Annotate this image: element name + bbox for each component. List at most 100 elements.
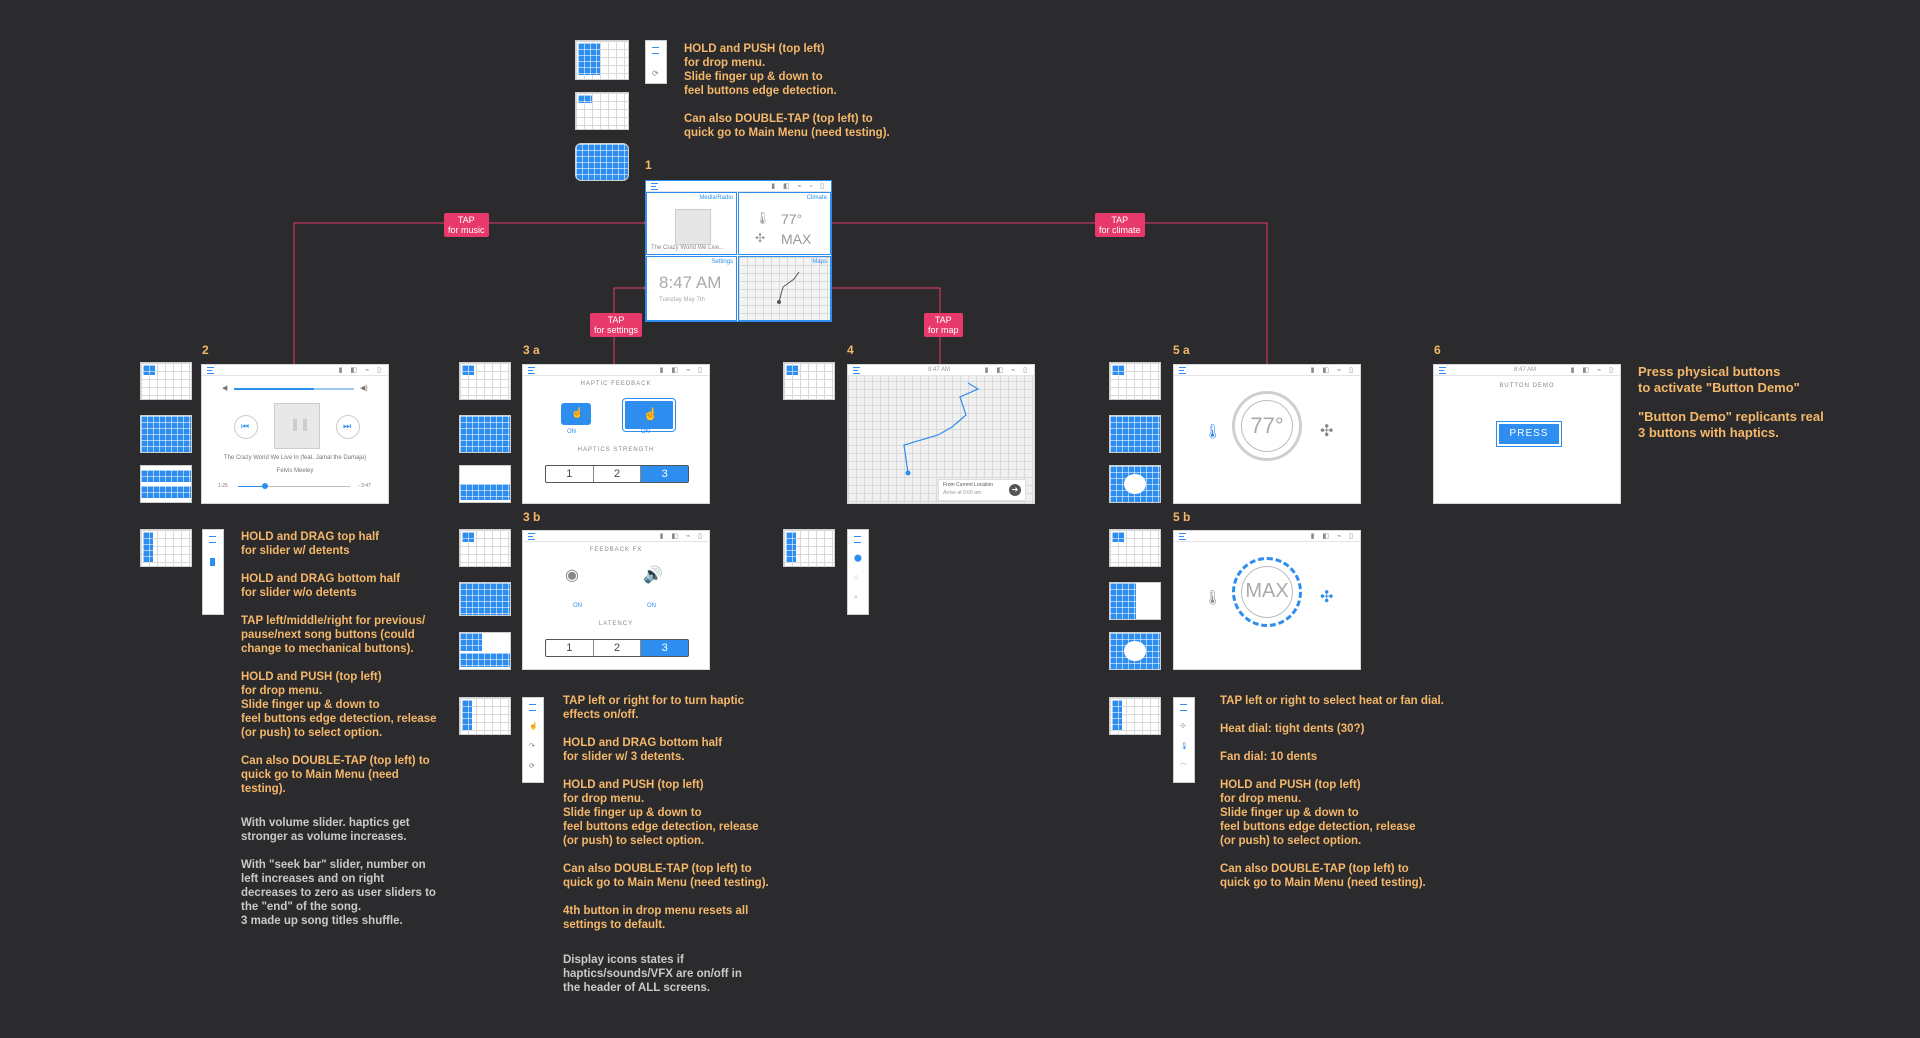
- latency-slider[interactable]: 1 2 3: [545, 639, 689, 657]
- press-button[interactable]: PRESS: [1497, 422, 1561, 446]
- haptics-strength-slider[interactable]: 1 2 3: [545, 465, 689, 483]
- screen-button-demo: 8:47 AM▮ ◧ ⌁ ▯ BUTTON DEMO PRESS: [1433, 364, 1621, 504]
- fx-on-left: ON: [573, 603, 582, 609]
- haptics-strength-label: HAPTICS STRENGTH: [577, 447, 655, 453]
- tag-tap-climate: TAP for climate: [1095, 213, 1145, 237]
- heat-dial[interactable]: 77°: [1232, 391, 1302, 461]
- thermometer-icon[interactable]: 🌡: [1204, 423, 1222, 439]
- thumb-fx-3: [459, 632, 511, 670]
- thumb-music-drop: [140, 529, 192, 567]
- tile-maps[interactable]: Maps: [738, 256, 831, 321]
- note-header-drop-menu: HOLD and PUSH (top left) for drop menu. …: [684, 43, 890, 139]
- settings-label: Settings: [711, 259, 733, 265]
- latency-option-selected[interactable]: 3: [641, 640, 689, 656]
- speaker-icon[interactable]: 🔊: [643, 567, 663, 584]
- fan-icon[interactable]: ✣: [1320, 589, 1334, 606]
- climate-label: Climate: [806, 195, 827, 201]
- volume-high-icon: ◀): [360, 385, 368, 392]
- album-art: [675, 209, 711, 245]
- thumb-music-1: [140, 362, 192, 400]
- note-demo-sub: "Button Demo" replicants real 3 buttons …: [1638, 409, 1824, 440]
- fan-speed: MAX: [1245, 580, 1289, 602]
- screen-number-3b: 3 b: [523, 510, 541, 524]
- climate-temp: 77°: [781, 211, 803, 227]
- screen-climate-fan: ▮ ◧ ⌁ ▯ 🌡 MAX ✣: [1173, 530, 1361, 670]
- screen-number-4: 4: [847, 343, 854, 357]
- media-song: The Crazy World We Live...: [651, 245, 725, 251]
- note-music-grey: With volume slider. haptics get stronger…: [241, 817, 436, 927]
- clock-date: Tuesday May 7th: [659, 297, 705, 303]
- tag-tap-map: TAP for map: [924, 313, 963, 337]
- go-arrow-icon[interactable]: ➜: [1009, 484, 1021, 496]
- thumb-climate-1: [1109, 362, 1161, 400]
- haptics-title: HAPTIC FEEDBACK: [580, 381, 652, 387]
- connector-settings: [613, 287, 646, 365]
- volume-slider[interactable]: [234, 388, 354, 390]
- thumb-main-grid-3: [575, 143, 629, 181]
- thumb-settings-drop: [459, 697, 511, 735]
- eye-icon[interactable]: ◉: [565, 567, 579, 584]
- demo-time: 8:47 AM: [1514, 367, 1537, 373]
- next-button[interactable]: ⏭: [336, 415, 360, 439]
- haptic-toggle-left[interactable]: ☝: [561, 403, 591, 425]
- thermometer-icon[interactable]: 🌡: [1204, 589, 1222, 605]
- climate-drop-menu: ✣ 🌡 ⌒: [1173, 697, 1195, 783]
- next-icon: ⏭: [343, 421, 352, 431]
- song-title: The Crazy World We Live In (feat. Jamal …: [223, 455, 367, 461]
- previous-icon: ⏮: [241, 421, 250, 431]
- strength-option[interactable]: 1: [546, 466, 594, 482]
- tile-settings[interactable]: Settings 8:47 AM Tuesday May 7th: [646, 256, 737, 321]
- thumb-map-drop: [783, 529, 835, 567]
- latency-option[interactable]: 1: [546, 640, 594, 656]
- thumb-main-grid: [575, 40, 629, 80]
- map-time: 8:47 AM: [928, 367, 951, 373]
- thumb-settings-3: [459, 465, 511, 503]
- tile-media[interactable]: Media/Radio The Crazy World We Live...: [646, 192, 737, 255]
- pause-icon: ❚❚: [290, 417, 311, 431]
- settings-drop-menu: ☝ ↷ ⟳: [522, 697, 544, 783]
- latency-option[interactable]: 2: [594, 640, 642, 656]
- thumb-music-2: [140, 415, 192, 453]
- thumb-fx-2: [459, 582, 511, 616]
- thumb-main-grid-2: [575, 92, 629, 130]
- fan-icon[interactable]: ✣: [1320, 423, 1334, 440]
- map-route: [777, 271, 800, 304]
- haptic-on-right: ON: [641, 429, 650, 435]
- screen-number-2: 2: [202, 343, 209, 357]
- pause-button[interactable]: ❚❚: [274, 403, 320, 449]
- thumb-fan-2: [1109, 582, 1161, 620]
- music-drop-menu: [202, 529, 224, 615]
- screen-number-3a: 3 a: [523, 343, 540, 357]
- screen-main-menu: ▮ ◧ ⌁ ▫ ▯ Media/Radio The Crazy World We…: [645, 180, 832, 322]
- connector-music: [293, 222, 646, 365]
- tile-climate[interactable]: Climate 🌡 ✣ 77° MAX: [738, 192, 831, 255]
- fan-icon: ✣: [755, 231, 766, 245]
- haptic-toggle-right[interactable]: ☝: [623, 399, 675, 431]
- note-climate: TAP left or right to select heat or fan …: [1220, 695, 1444, 889]
- song-artist: Felvis Meeley: [276, 468, 314, 474]
- fan-dial[interactable]: MAX: [1232, 557, 1302, 627]
- screen-haptics: ▮ ◧ ⌁ ▯ HAPTIC FEEDBACK ☝ ☝ ON ON HAPTIC…: [522, 364, 710, 504]
- strength-option-selected[interactable]: 3: [641, 466, 689, 482]
- thumb-map-1: [783, 362, 835, 400]
- route-arrive: Arrive at 9:00 am: [943, 490, 982, 496]
- thumb-music-3: [140, 465, 192, 503]
- screen-climate-heat: ▮ ◧ ⌁ ▯ 🌡 77° ✣: [1173, 364, 1361, 504]
- screen-music: ▮ ◧ ⌁ ▯ ◀ ◀) ⏮ ❚❚ ⏭ The Crazy World We L…: [201, 364, 389, 504]
- connector-map: [830, 287, 941, 365]
- thumb-settings-1: [459, 362, 511, 400]
- thumb-climate-3: [1109, 465, 1161, 503]
- note-settings-grey: Display icons states if haptics/sounds/V…: [563, 954, 742, 994]
- screen-number-5b: 5 b: [1173, 510, 1191, 524]
- screen-number-6: 6: [1434, 343, 1441, 357]
- route-card[interactable]: From Current Location Arrive at 9:00 am …: [938, 479, 1026, 501]
- screen-map: 8:47 AM▮ ◧ ⌁ ▯ From Current Location Arr…: [847, 364, 1035, 504]
- latency-label: LATENCY: [598, 621, 634, 627]
- previous-button[interactable]: ⏮: [234, 415, 258, 439]
- screen-feedback-fx: ▮ ◧ ⌁ ▯ FEEDBACK FX ◉ 🔊 ON ON LATENCY 1 …: [522, 530, 710, 670]
- thumb-climate-2: [1109, 415, 1161, 453]
- fx-on-right: ON: [647, 603, 656, 609]
- seek-slider[interactable]: [238, 483, 350, 489]
- clock-time: 8:47 AM: [659, 273, 722, 292]
- strength-option[interactable]: 2: [594, 466, 642, 482]
